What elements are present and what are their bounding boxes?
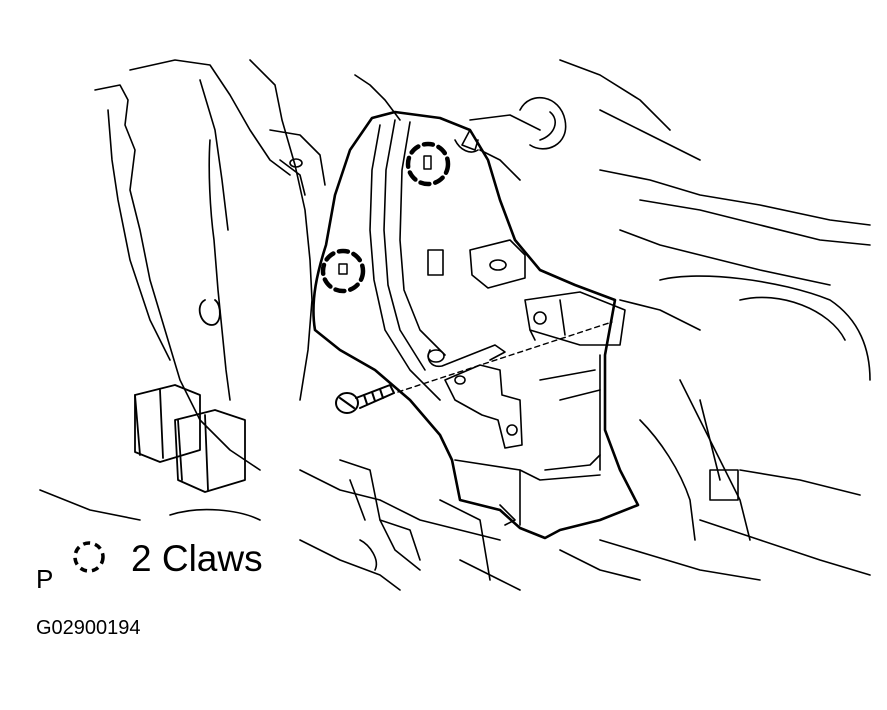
screw-icon: [335, 384, 395, 414]
connector-blocks: [134, 299, 246, 493]
floor-lines: [39, 459, 521, 591]
legend-label: 2 Claws: [131, 538, 263, 579]
figure-code: G02900194: [36, 617, 141, 639]
claw-marker-icon: [320, 248, 366, 294]
bracket-assembly: [312, 110, 640, 540]
background-structure: [94, 59, 871, 581]
claw-marker-icon: [405, 141, 451, 187]
bracket-details: [369, 119, 626, 526]
screw-alignment-line: [397, 321, 613, 393]
legend-prefix: P: [36, 564, 54, 594]
dashed-circle-icon: [73, 541, 105, 573]
